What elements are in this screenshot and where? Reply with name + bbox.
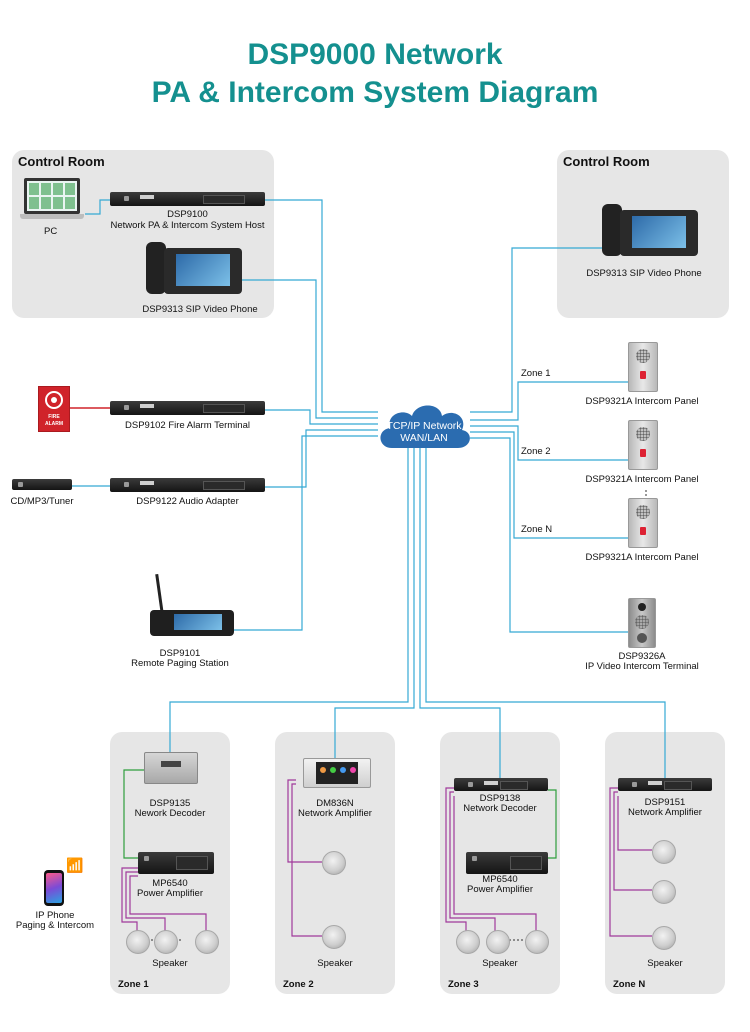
dsp9101-label-desc: Remote Paging Station	[131, 658, 229, 669]
mp6540-zone3-label-model: MP6540	[482, 874, 518, 885]
dsp9151-amplifier-device	[618, 778, 712, 791]
speaker-zone1-a	[126, 930, 150, 954]
dsp9100-host-device	[110, 192, 265, 206]
dsp9326a-label-model: DSP9326A	[618, 651, 666, 662]
zone-n-bottom-label: Zone N	[613, 979, 646, 990]
intercom-panel-zone-n	[628, 498, 658, 548]
sip-video-phone-left-icon	[146, 242, 242, 300]
speaker-zonen-b	[652, 880, 676, 904]
dsp9100-label-desc: Network PA & Intercom System Host	[110, 220, 265, 231]
speaker-zone2-label: Speaker	[317, 958, 353, 969]
cd-mp3-tuner-device	[12, 479, 72, 490]
dm836n-label-model: DM836N	[316, 798, 354, 809]
intercom-zone-2-label: Zone 2	[521, 446, 551, 457]
dsp9122-label: DSP9122 Audio Adapter	[136, 496, 239, 507]
speaker-zone1-b	[154, 930, 178, 954]
video-intercom-terminal-icon	[628, 598, 656, 648]
sip-video-phone-right-label: DSP9313 SIP Video Phone	[586, 268, 702, 279]
intercom-panel-zone-n-label: DSP9321A Intercom Panel	[585, 552, 699, 563]
mp6540-zone3-label-desc: Power Amplifier	[467, 884, 533, 895]
dsp9138-label-model: DSP9138	[479, 793, 521, 804]
zone-3-bottom-label: Zone 3	[448, 979, 479, 990]
intercom-panel-zone-1-label: DSP9321A Intercom Panel	[585, 396, 699, 407]
fire-alarm-text-2: ALARM	[44, 421, 64, 427]
paging-station-icon	[148, 573, 234, 640]
network-cloud-icon	[380, 405, 470, 448]
speaker-zone3-label: Speaker	[482, 958, 518, 969]
intercom-panel-zone-2	[628, 420, 658, 470]
speaker-zone2-a	[322, 851, 346, 875]
mp6540-zone1-label-desc: Power Amplifier	[137, 888, 203, 899]
dsp9102-label: DSP9102 Fire Alarm Terminal	[125, 420, 250, 431]
dsp9100-label-model: DSP9100	[167, 209, 208, 220]
mp6540-zone3-device	[466, 852, 548, 874]
dsp9151-label-model: DSP9151	[644, 797, 686, 808]
control-room-right-label: Control Room	[563, 154, 650, 169]
speaker-zone3-b	[486, 930, 510, 954]
dsp9135-decoder-device	[144, 752, 198, 784]
fire-alarm-sign-icon: FIRE ALARM	[38, 386, 70, 432]
fire-alarm-text-1: FIRE	[48, 414, 60, 420]
network-label-1: TCP/IP Network	[386, 420, 462, 432]
sip-video-phone-right-icon	[602, 204, 698, 262]
network-label-2: WAN/LAN	[400, 432, 448, 444]
diagram-title-line2: PA & Intercom System Diagram	[151, 76, 599, 109]
zone-2-bottom-label: Zone 2	[283, 979, 314, 990]
intercom-panel-zone-2-label: DSP9321A Intercom Panel	[585, 474, 699, 485]
dm836n-label-desc: Network Amplifier	[298, 808, 372, 819]
cd-mp3-tuner-label: CD/MP3/Tuner	[10, 496, 74, 507]
smartphone-icon	[44, 870, 64, 906]
speaker-zone3-a	[456, 930, 480, 954]
diagram-title-line1: DSP9000 Network	[247, 38, 503, 71]
dsp9138-label-desc: Network Decoder	[463, 803, 537, 814]
dsp9102-device	[110, 401, 265, 415]
intercom-zone-n-label: Zone N	[521, 524, 553, 535]
dsp9101-label-model: DSP9101	[159, 648, 201, 659]
control-room-left-label: Control Room	[18, 154, 105, 169]
speaker-zone1-label: Speaker	[152, 958, 188, 969]
mp6540-zone1-label-model: MP6540	[152, 878, 188, 889]
wifi-icon: 📶	[66, 857, 84, 873]
speaker-zonen-c	[652, 926, 676, 950]
pc-label: PC	[44, 226, 58, 237]
pc-icon	[20, 178, 84, 220]
dsp9122-device	[110, 478, 265, 492]
intercom-zone-1-label: Zone 1	[521, 368, 551, 379]
sip-video-phone-left-label: DSP9313 SIP Video Phone	[142, 304, 258, 315]
speaker-zone1-c	[195, 930, 219, 954]
dsp9135-label-model: DSP9135	[149, 798, 191, 809]
dsp9135-label-desc: Nework Decoder	[134, 808, 206, 819]
dsp9326a-label-desc: IP Video Intercom Terminal	[585, 661, 699, 672]
intercom-panel-zone-1	[628, 342, 658, 392]
mp6540-zone1-device	[138, 852, 214, 874]
ip-phone-label-1: IP Phone	[35, 910, 75, 921]
zone-1-bottom-label: Zone 1	[118, 979, 149, 990]
dm836n-amplifier-device	[303, 758, 371, 788]
dsp9151-label-desc: Network Amplifier	[628, 807, 702, 818]
dsp9138-decoder-device	[454, 778, 548, 791]
speaker-zone2-b	[322, 925, 346, 949]
speaker-zonen-a	[652, 840, 676, 864]
ip-phone-label-2: Paging & Intercom	[15, 920, 95, 931]
speaker-zone3-c	[525, 930, 549, 954]
speaker-zonen-label: Speaker	[647, 958, 683, 969]
